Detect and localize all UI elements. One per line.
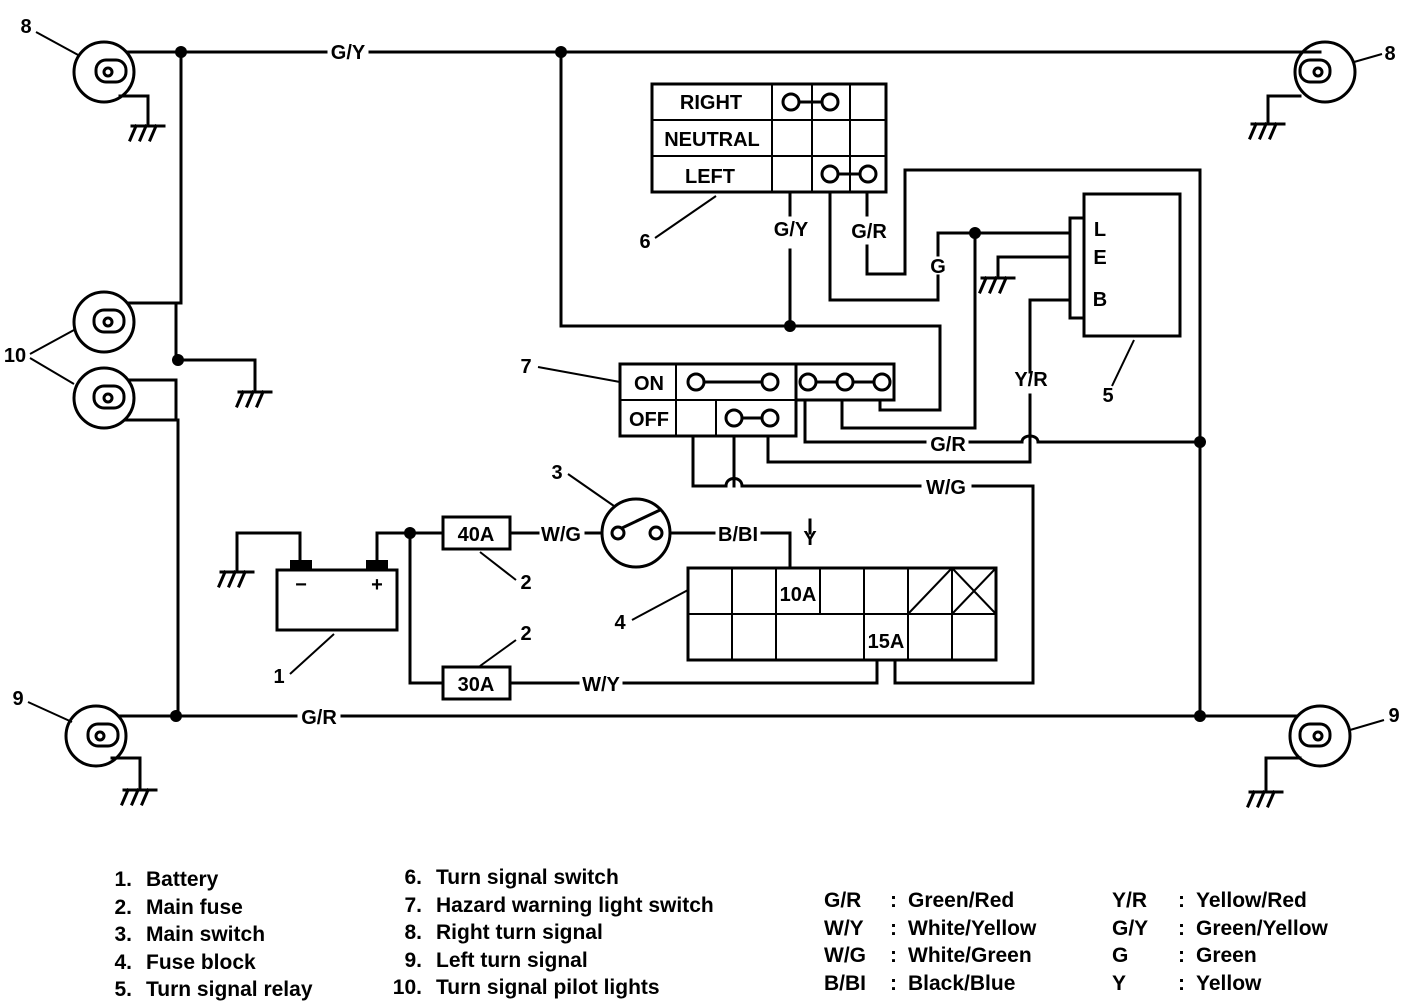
legend-color-item: B/BI:Black/Blue bbox=[824, 971, 1016, 995]
relay-terminal-l: L bbox=[1094, 219, 1106, 241]
svg-text:W/G: W/G bbox=[541, 524, 581, 546]
turn-signal-switch: RIGHT NEUTRAL LEFT bbox=[650, 82, 888, 194]
svg-text:6: 6 bbox=[639, 231, 650, 253]
battery-positive: + bbox=[371, 574, 383, 596]
svg-text:G: G bbox=[930, 256, 946, 278]
main-fuse-30a: 30A bbox=[441, 665, 512, 701]
svg-text:G/R: G/R bbox=[930, 434, 966, 456]
svg-text:8: 8 bbox=[20, 16, 31, 38]
svg-text:G/R: G/R bbox=[301, 707, 337, 729]
switch-row-left: LEFT bbox=[685, 166, 735, 188]
wires bbox=[116, 50, 1302, 718]
hazard-row-off: OFF bbox=[629, 409, 669, 431]
legend-parts-1: 1.Battery 2.Main fuse 3.Main switch 4.Fu… bbox=[102, 866, 313, 1004]
svg-text:2: 2 bbox=[520, 623, 531, 645]
legend-item: 3.Main switch bbox=[114, 923, 266, 946]
legend-item: 4.Fuse block bbox=[114, 950, 256, 974]
svg-text:4: 4 bbox=[614, 612, 626, 634]
hazard-warning-switch: ON OFF bbox=[618, 362, 896, 438]
legend-item: 2.Main fuse bbox=[114, 895, 243, 919]
junction-dots bbox=[170, 46, 1206, 722]
legend-item: 10.Turn signal pilot lights bbox=[392, 976, 660, 999]
legend-item: 9.Left turn signal bbox=[404, 948, 588, 972]
left-turn-signal-front bbox=[72, 40, 166, 142]
legend-colors-1: G/R:Green/Red W/Y:White/Yellow W/G:White… bbox=[824, 887, 1036, 997]
svg-text:40A: 40A bbox=[458, 524, 495, 546]
svg-text:3: 3 bbox=[551, 462, 562, 484]
legend-color-item: G:Green bbox=[1112, 944, 1257, 967]
legend-color-item: G/Y:Green/Yellow bbox=[1112, 916, 1328, 940]
legend-color-item: W/Y:White/Yellow bbox=[824, 916, 1037, 940]
svg-text:30A: 30A bbox=[458, 674, 495, 696]
legend-item: 8.Right turn signal bbox=[404, 921, 603, 944]
legend-item: 6.Turn signal switch bbox=[404, 866, 619, 889]
svg-text:Y/R: Y/R bbox=[1014, 369, 1048, 391]
left-turn-signal-rear bbox=[64, 704, 158, 806]
svg-text:G/Y: G/Y bbox=[774, 219, 809, 241]
turn-signal-relay: L E B bbox=[978, 192, 1182, 338]
hazard-row-on: ON bbox=[634, 373, 664, 395]
svg-text:G/R: G/R bbox=[851, 221, 887, 243]
svg-text:Y: Y bbox=[803, 528, 817, 550]
relay-terminal-e: E bbox=[1093, 247, 1106, 269]
fuse-10a: 10A bbox=[780, 584, 817, 606]
battery: − + bbox=[217, 560, 399, 632]
fuse-15a: 15A bbox=[868, 631, 905, 653]
right-turn-signal-rear bbox=[1246, 704, 1352, 808]
svg-text:W/Y: W/Y bbox=[582, 674, 620, 696]
svg-text:B/BI: B/BI bbox=[718, 524, 758, 546]
fuse-block: 10A 15A bbox=[686, 566, 998, 662]
switch-row-right: RIGHT bbox=[680, 92, 742, 114]
svg-text:W/G: W/G bbox=[926, 477, 966, 499]
legend-parts-2: 6.Turn signal switch 7.Hazard warning li… bbox=[392, 864, 714, 1002]
main-switch bbox=[600, 497, 672, 569]
switch-row-neutral: NEUTRAL bbox=[664, 129, 760, 151]
svg-text:1: 1 bbox=[273, 666, 284, 688]
svg-text:5: 5 bbox=[1102, 385, 1113, 407]
pilot-lights bbox=[72, 290, 273, 430]
svg-text:10: 10 bbox=[4, 345, 26, 367]
legend-item: 7.Hazard warning light switch bbox=[404, 893, 714, 917]
legend-color-item: Y/R:Yellow/Red bbox=[1112, 889, 1307, 912]
main-fuse-40a: 40A bbox=[441, 515, 512, 551]
legend-color-item: Y:Yellow bbox=[1112, 971, 1262, 995]
battery-negative: − bbox=[295, 574, 307, 596]
svg-text:9: 9 bbox=[12, 688, 23, 710]
svg-text:2: 2 bbox=[520, 572, 531, 594]
svg-text:7: 7 bbox=[520, 356, 531, 378]
svg-text:9: 9 bbox=[1388, 705, 1399, 727]
legend-item: 5.Turn signal relay bbox=[114, 978, 313, 1001]
svg-text:8: 8 bbox=[1384, 43, 1395, 65]
wire-labels: G/Y G/Y G/R G Y/R G/R W/G W/G B/BI Y W/Y… bbox=[301, 42, 1048, 729]
legend-item: 1.Battery bbox=[114, 868, 219, 891]
relay-terminal-b: B bbox=[1093, 289, 1107, 311]
legend-color-item: G/R:Green/Red bbox=[824, 889, 1015, 912]
svg-text:G/Y: G/Y bbox=[331, 42, 366, 64]
legend-color-item: W/G:White/Green bbox=[824, 944, 1032, 967]
callouts: 8 8 9 9 10 6 7 5 3 2 2 4 1 bbox=[4, 16, 1400, 731]
right-turn-signal-front bbox=[1248, 40, 1357, 140]
legend-colors-2: Y/R:Yellow/Red G/Y:Green/Yellow G:Green … bbox=[1112, 887, 1328, 997]
